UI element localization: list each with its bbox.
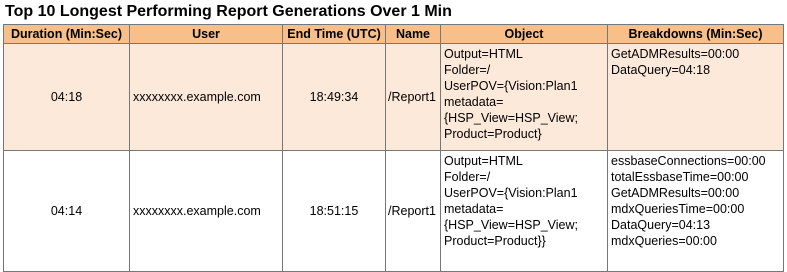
object-line: metadata= xyxy=(444,202,504,216)
object-line: {HSP_View=HSP_View; xyxy=(444,111,578,125)
object-line: {HSP_View=HSP_View; xyxy=(444,218,578,232)
end-time-cell: 18:51:15 xyxy=(282,150,386,272)
object-line: Folder=/ xyxy=(444,170,491,184)
breakdowns-cell: essbaseConnections=00:00 totalEssbaseTim… xyxy=(607,150,784,272)
report-title: Top 10 Longest Performing Report Generat… xyxy=(5,3,452,20)
breakdown-line: DataQuery=04:18 xyxy=(611,63,711,77)
breakdown-line: GetADMResults=00:00 xyxy=(611,47,740,61)
header-end-time: End Time (UTC) xyxy=(282,24,386,44)
table-row: 04:18 xxxxxxxx.example.com 18:49:34 /Rep… xyxy=(3,43,784,151)
breakdown-line: mdxQueries=00:00 xyxy=(611,234,717,248)
object-line: metadata= xyxy=(444,95,504,109)
header-user: User xyxy=(129,24,283,44)
object-line: Folder=/ xyxy=(444,63,491,77)
object-line: UserPOV={Vision:Plan1 xyxy=(444,79,578,93)
breakdowns-cell: GetADMResults=00:00 DataQuery=04:18 xyxy=(607,43,784,151)
report-table: Duration (Min:Sec) User End Time (UTC) N… xyxy=(3,24,784,272)
object-line: Output=HTML xyxy=(444,47,523,61)
breakdown-line: essbaseConnections=00:00 xyxy=(611,154,766,168)
user-cell: xxxxxxxx.example.com xyxy=(129,43,283,151)
header-object: Object xyxy=(440,24,608,44)
breakdown-line: GetADMResults=00:00 xyxy=(611,186,740,200)
name-cell: /Report1 xyxy=(385,150,441,272)
object-cell: Output=HTML Folder=/ UserPOV={Vision:Pla… xyxy=(440,150,608,272)
duration-cell: 04:18 xyxy=(3,43,130,151)
breakdown-line: totalEssbaseTime=00:00 xyxy=(611,170,749,184)
header-duration: Duration (Min:Sec) xyxy=(3,24,130,44)
object-line: Output=HTML xyxy=(444,154,523,168)
header-row: Duration (Min:Sec) User End Time (UTC) N… xyxy=(3,24,784,44)
duration-cell: 04:14 xyxy=(3,150,130,272)
object-cell: Output=HTML Folder=/ UserPOV={Vision:Pla… xyxy=(440,43,608,151)
object-line: Product=Product} xyxy=(444,127,542,141)
name-cell: /Report1 xyxy=(385,43,441,151)
header-breakdowns: Breakdowns (Min:Sec) xyxy=(607,24,784,44)
breakdown-line: DataQuery=04:13 xyxy=(611,218,711,232)
object-line: Product=Product}} xyxy=(444,234,546,248)
user-cell: xxxxxxxx.example.com xyxy=(129,150,283,272)
object-line: UserPOV={Vision:Plan1 xyxy=(444,186,578,200)
breakdown-line: mdxQueriesTime=00:00 xyxy=(611,202,745,216)
end-time-cell: 18:49:34 xyxy=(282,43,386,151)
table-row: 04:14 xxxxxxxx.example.com 18:51:15 /Rep… xyxy=(3,150,784,272)
header-name: Name xyxy=(385,24,441,44)
